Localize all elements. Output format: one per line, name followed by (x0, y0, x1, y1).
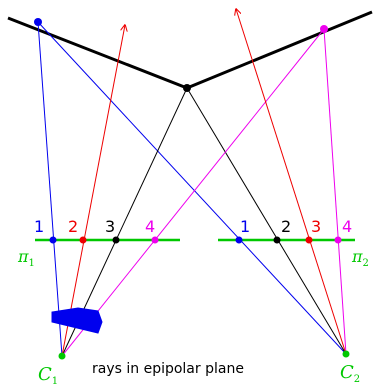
right-label-4: 4 (342, 217, 352, 236)
right-point-3 (305, 236, 313, 244)
ray-magenta-right (323, 28, 347, 355)
right-point-4 (334, 236, 342, 244)
left-point-1 (49, 236, 57, 244)
right-label-1: 1 (240, 217, 250, 236)
camera-center-right (342, 350, 350, 358)
left-label-1: 1 (34, 217, 44, 236)
caption: rays in epipolar plane (92, 361, 244, 377)
right-label-3: 3 (311, 217, 321, 236)
left-label-2: 2 (68, 217, 78, 236)
plane-label-right: π2 (351, 247, 369, 269)
scene-point-blue (34, 18, 42, 26)
right-label-2: 2 (281, 217, 291, 236)
right-point-2 (273, 236, 281, 244)
scene-point-magenta (320, 25, 328, 33)
left-point-4 (151, 236, 159, 244)
camera-label-right: C2 (340, 362, 360, 385)
ray-blue-left (37, 21, 63, 357)
ray-red-left (61, 25, 125, 357)
camera-label-left: C1 (38, 364, 58, 385)
ray-magenta-left (61, 28, 325, 357)
ray-red-right (236, 9, 347, 355)
left-point-2 (79, 236, 87, 244)
left-label-3: 3 (105, 217, 115, 236)
plane-label-left: π1 (17, 247, 35, 269)
ray-black-right (186, 87, 347, 355)
camera-lens-icon (51, 307, 103, 334)
camera-center-left (58, 352, 66, 360)
right-point-1 (235, 236, 243, 244)
object-surface (7, 10, 373, 90)
ray-blue-right (37, 21, 347, 355)
left-label-4: 4 (145, 217, 155, 236)
scene-point-black (183, 84, 191, 92)
left-point-3 (112, 236, 120, 244)
